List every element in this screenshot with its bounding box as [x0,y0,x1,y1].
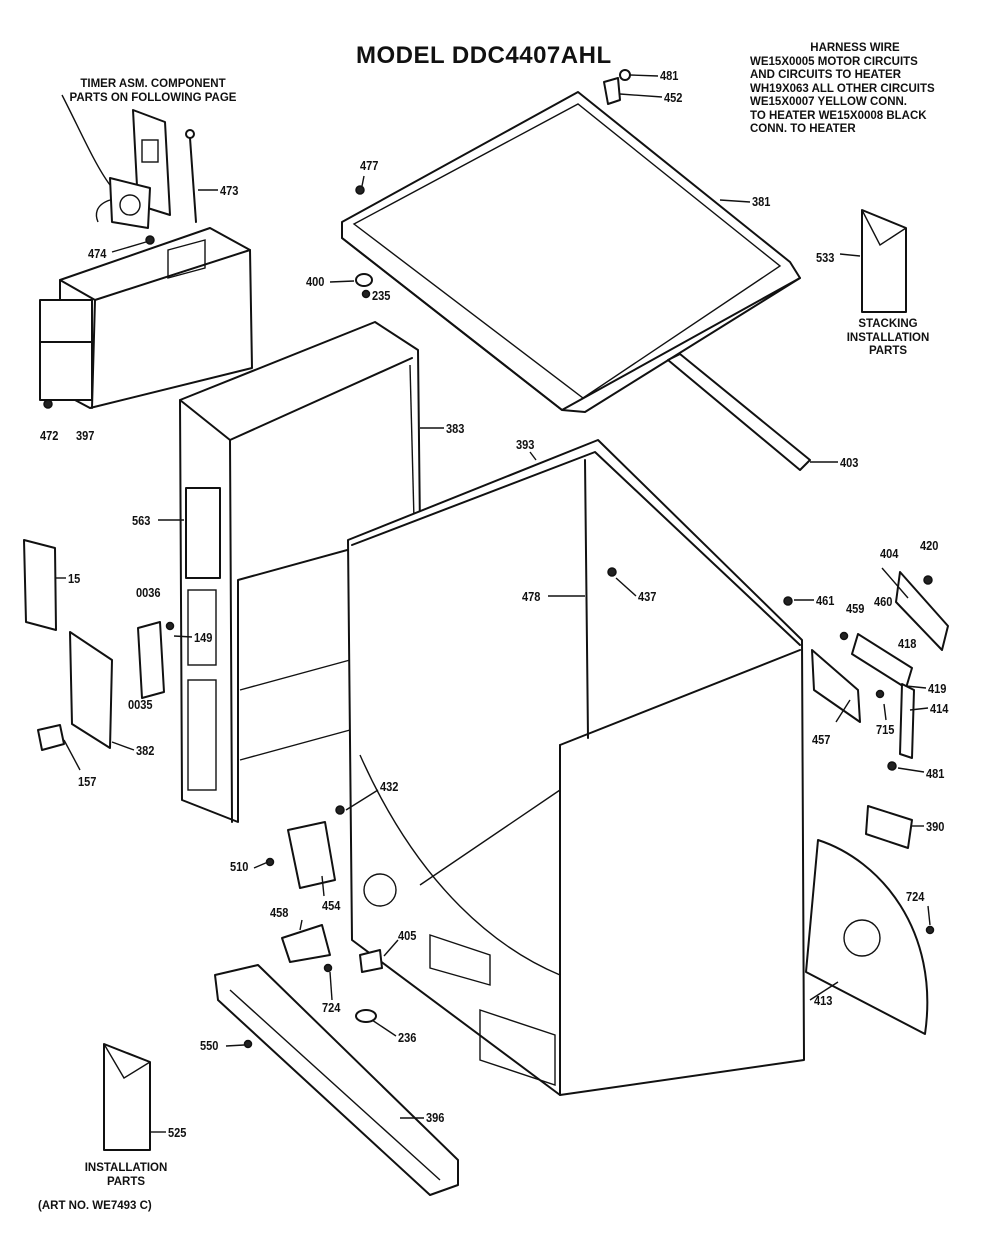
part-label: 472 [40,428,59,443]
installation-note-line: PARTS [106,1175,146,1188]
part-label: 474 [88,246,107,261]
part-label: 0035 [128,697,153,712]
part-label: 432 [380,779,399,794]
part-label: 236 [398,1030,417,1045]
part-label: 563 [132,513,151,528]
part-label: 393 [516,437,535,452]
part-label: 414 [930,701,949,716]
part-label: 0036 [136,585,161,600]
timer-note-line: TIMER ASM. COMPONENT [80,78,226,90]
thermostat-parts [783,571,949,771]
part-label: 157 [78,774,97,789]
part-label: 418 [898,636,917,651]
part-label: 383 [446,421,465,436]
part-label: 510 [230,859,249,874]
stacking-note-line: INSTALLATION [846,331,930,344]
timer-assembly [61,94,197,245]
front-panel [179,321,421,823]
screw-235 [361,289,371,299]
control-panel-parts [23,539,175,751]
part-label: 473 [220,183,239,198]
part-label: 15 [68,571,81,586]
installation-parts-packet [103,1043,151,1151]
harness-line: WE15X0005 MOTOR CIRCUITS [750,55,918,68]
part-label: 459 [846,601,865,616]
top-panel [341,91,801,413]
harness-heading: HARNESS WIRE [810,42,900,54]
back-panel [805,839,935,1035]
part-label: 420 [920,538,939,553]
page-title: MODEL DDC4407AHL [356,42,612,69]
installation-note: INSTALLATION PARTS [66,1162,186,1189]
stacking-note-line: STACKING [858,318,918,330]
installation-note-line: INSTALLATION [84,1162,168,1174]
part-label: 550 [200,1038,219,1053]
harness-line: WE15X0007 YELLOW CONN. [750,96,907,108]
part-label: 533 [816,250,835,265]
part-label: 461 [816,593,835,608]
part-label: 724 [906,889,925,904]
part-label: 478 [522,589,541,604]
part-label: 477 [360,158,379,173]
toe-kick [214,964,459,1196]
stacking-note-line: PARTS [868,345,908,357]
screw-477 [355,185,365,195]
part-label: 149 [194,630,213,645]
plate-390 [865,805,913,849]
clip-400 [355,273,373,287]
timer-note-line: PARTS ON FOLLOWING PAGE [69,91,237,104]
part-label: 715 [876,722,895,737]
part-label: 382 [136,743,155,758]
part-label: 413 [814,993,833,1008]
part-label: 419 [928,681,947,696]
part-label: 457 [812,732,831,747]
harness-line: CONN. TO HEATER [750,123,856,135]
art-number: (ART NO. WE7493 C) [38,1200,152,1212]
cabinet [347,439,805,1096]
part-label: 397 [76,428,95,443]
leader-lines [56,74,931,1133]
part-label: 400 [306,274,325,289]
harness-line: WH19X063 ALL OTHER CIRCUITS [750,82,935,95]
part-label: 403 [840,455,859,470]
part-label: 460 [874,594,893,609]
harness-line: TO HEATER WE15X0008 BLACK [750,109,927,122]
lower-parts [265,805,383,1023]
part-label: 481 [926,766,945,781]
part-label: 481 [660,68,679,83]
part-label: 404 [880,546,899,561]
harness-line: AND CIRCUITS TO HEATER [750,69,901,81]
control-console [39,227,253,409]
part-label: 405 [398,928,417,943]
part-label: 437 [638,589,657,604]
part-label: 381 [752,194,771,209]
rail-strip [667,353,811,471]
timer-note: TIMER ASM. COMPONENT PARTS ON FOLLOWING … [48,78,258,105]
stacking-note: STACKING INSTALLATION PARTS [828,318,948,359]
part-label: 724 [322,1000,341,1015]
part-label: 525 [168,1125,187,1140]
harness-wire-note: HARNESS WIRE WE15X0005 MOTOR CIRCUITS AN… [750,42,960,137]
part-label: 390 [926,819,945,834]
part-label: 452 [664,90,683,105]
part-label: 454 [322,898,341,913]
part-label: 458 [270,905,289,920]
stacking-parts-packet [861,209,907,313]
part-label: 235 [372,288,391,303]
part-label: 396 [426,1110,445,1125]
hinge-bracket [603,69,631,105]
